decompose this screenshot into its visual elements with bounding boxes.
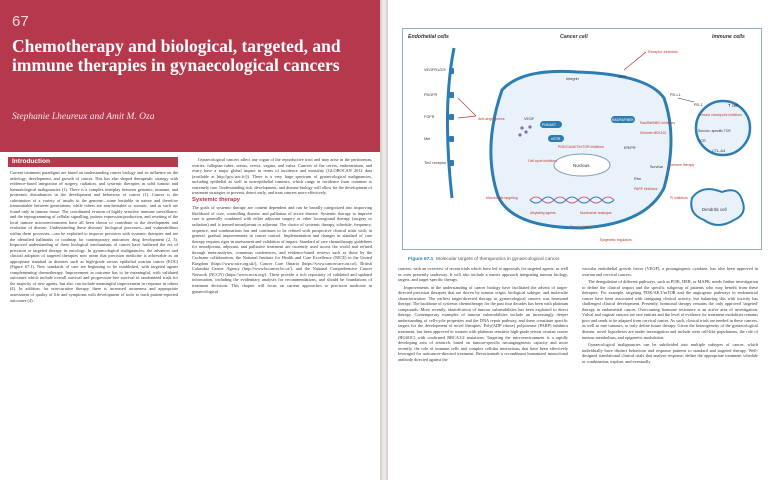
ras-inhibitors-label: Ras/Raf/MEK inhibitors (640, 121, 675, 125)
epigenetic-regulators-label: Epigenetic regulators (600, 238, 632, 242)
figure-caption-label: Figure 67.1 (408, 257, 434, 262)
right-col1-paragraph: Improvements in the understanding of can… (398, 284, 568, 362)
pi3k-inhibitors-label: PI3K/CA/AKT/mTOR inhibitors (558, 145, 604, 149)
right-col2-paragraph: The deregulation of different pathways, … (582, 279, 758, 340)
chapter-authors: Stephanie Lheureux and Amit M. Oza (12, 112, 155, 122)
ctla4-label: CTL-A4 (712, 149, 725, 153)
fgfr-label: FGFR (424, 115, 435, 119)
ras-raf-mek-pill (611, 116, 635, 123)
column-header-cancer: Cancer cell (560, 34, 588, 40)
right-column-2: vascular endothelial growth factor (VEGF… (582, 266, 758, 366)
book-gutter (380, 0, 388, 480)
mtor-label: mTOR (551, 137, 561, 141)
alkylating-agents-label: Alkylating agents (530, 211, 556, 215)
pd-connector (677, 97, 695, 103)
vegfr-label: VEGFR1/2/3 (424, 68, 446, 72)
left-page: 67 Chemotherapy and biological, targeted… (0, 0, 380, 480)
receptor-inhib-line (623, 51, 647, 71)
intro-paragraph: Current treatment paradigms are based on… (10, 170, 178, 303)
right-col2-paragraph: vascular endothelial growth factor (VEGF… (582, 266, 758, 277)
gpr-label: GPR (618, 75, 626, 79)
middle-paragraph: Gynaecological cancers affect any organ … (192, 157, 372, 196)
tie2-receptor (449, 160, 454, 166)
pd-1-label: PD-1 (694, 103, 703, 107)
t-cell (694, 99, 752, 157)
dendritic-cell-label: Dendritic cell (702, 207, 727, 212)
figure-67-1: Endothelial cells Cancer cell Immune cel… (402, 28, 762, 250)
mtor-pill (548, 135, 564, 142)
introduction-heading-bar: Introduction (8, 157, 178, 167)
figure-caption-text: Molecular targets of therapeutics in gyn… (436, 257, 561, 262)
systemic-therapy-heading: Systemic therapy (192, 196, 241, 203)
pd-l1-label: PD-L1 (670, 93, 681, 97)
figure-caption: Figure 67.1 Molecular targets of therape… (408, 257, 561, 262)
introduction-heading: Introduction (12, 158, 50, 165)
middle-column: Gynaecological cancers affect any organ … (192, 157, 372, 296)
endothelial-membrane (445, 47, 456, 199)
topo-inhibitor-label: Topo I inhibitor (570, 225, 593, 229)
anti-angiogenics-label: Anti-angiogenics (478, 117, 505, 121)
vegfr-receptor (449, 68, 454, 74)
tie2-label: Tie2 receptor (424, 161, 447, 165)
nucleus-label: Nucleus (573, 163, 590, 168)
introduction-column: Current treatment paradigms are based on… (10, 170, 178, 305)
tcr-label: TCR (698, 139, 706, 143)
parp-inhibitors-label: PARP inhibitors (634, 187, 658, 191)
column-header-immune: Immune cells (712, 34, 745, 40)
dna-strand-b (529, 196, 615, 204)
hormone-therapy-label: Hormone therapy (668, 163, 695, 167)
receptor-inhibitors-label: Receptor inhibitors (648, 50, 678, 54)
chapter-title: Chemotherapy and biological, targeted, a… (12, 36, 341, 75)
nucleus (553, 153, 611, 177)
met-receptor (449, 136, 454, 142)
right-page: Endothelial cells Cancer cell Immune cel… (388, 0, 768, 480)
pdgfr-receptor (449, 92, 454, 98)
sunvon-tcr-label: Sunvon -specific TCR (698, 129, 731, 133)
dna-strand-a (529, 196, 615, 204)
checkpoint-inhibitors-label: Immune checkpoint inhibitors (698, 113, 742, 117)
column-header-endothelial: Endothelial cells (408, 34, 449, 40)
microtubule-targeting-label: Microtubule targeting (486, 196, 518, 200)
cancer-cell-body (489, 69, 673, 230)
nucleoside-analogue-label: Nucleoside analogue (580, 211, 612, 215)
fgfr-receptor (449, 114, 454, 120)
right-column-1: cancers, with an overview of recent tria… (398, 266, 568, 364)
vegf-label: VEGF (524, 117, 535, 121)
integrin-label: Integrin (566, 77, 579, 81)
pi-inhibitors-label: PI inhibitors (670, 196, 688, 200)
survival-label: Survival (650, 165, 663, 169)
t-cell-label: T cell (728, 103, 738, 108)
anti-angio-arrows (457, 97, 477, 119)
systemic-paragraph: The goals of systemic therapy are conten… (192, 205, 372, 294)
rho-label: Rho (634, 177, 641, 181)
pi3k-akt-label: PI3K/AKT (542, 123, 556, 127)
ras-raf-mek-label: RAS/RAF/MEK (612, 118, 634, 122)
cell-cycle-inhibitors-label: Cell cycle inhibitors (528, 159, 557, 163)
molecular-targets-diagram: Endothelial cells Cancer cell Immune cel… (402, 28, 762, 250)
er-pr-label: ER/PR (624, 146, 636, 150)
chapter-header: 67 Chemotherapy and biological, targeted… (0, 0, 380, 152)
dendritic-cell (690, 188, 745, 226)
met-label: Met (424, 137, 431, 141)
right-col2-paragraph: Gynaecological malignancies can be subdi… (582, 342, 758, 364)
pdgfr-label: PDGFR (424, 93, 438, 97)
chapter-number: 67 (12, 13, 29, 30)
selumetinib-label: Selumet MEK162 (640, 131, 666, 135)
right-col1-paragraph: cancers, with an overview of recent tria… (398, 266, 568, 283)
vegf-molecules (518, 125, 532, 137)
pi3k-akt-pill (540, 121, 562, 128)
receptor-markers (449, 68, 454, 166)
